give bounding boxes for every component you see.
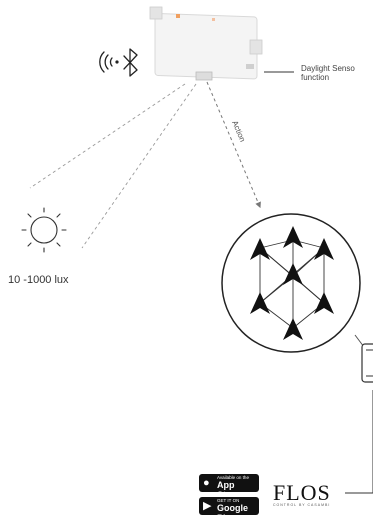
lamp-icon [314, 238, 334, 260]
sun-icon [21, 207, 67, 253]
app-store-badge-small: Available on the [217, 475, 249, 480]
google-play-badge-big: Google Play [217, 503, 248, 523]
sensor-device [149, 6, 263, 81]
flos-logo: FLOS [273, 480, 331, 505]
app-store-badge-big: App Store [217, 480, 241, 500]
lux-range-label: 10 -1000 lux [8, 274, 69, 286]
wifi-signal-icon [99, 51, 119, 73]
google-play-badge-small: GET IT ON [217, 498, 240, 503]
lamp-icon [283, 318, 303, 340]
apple-icon: ● [203, 477, 210, 489]
smartphone-icon [361, 343, 373, 383]
lamp-group [221, 213, 361, 353]
play-store-icon: ▶ [203, 500, 212, 512]
daylight-sensor-label: Daylight Senso function [301, 64, 355, 82]
lamp-icon [250, 238, 270, 260]
action-arrow [206, 81, 261, 209]
lamp-icon [314, 292, 334, 314]
sensing-cone [29, 83, 197, 249]
sensor-label-line1: Daylight Senso [301, 64, 355, 73]
action-label: Action [230, 119, 247, 143]
phone-to-logo-connector [345, 390, 373, 494]
google-play-badge[interactable]: ▶ GET IT ON Google Play [199, 497, 259, 523]
sensor-label-line2: function [301, 73, 330, 82]
lamp-icon [283, 263, 303, 285]
lamp-icon [283, 226, 303, 248]
lamp-icon [250, 292, 270, 314]
bluetooth-icon [123, 48, 138, 77]
flos-tagline: CONTROL BY CASAMBI [273, 503, 331, 507]
app-store-badge[interactable]: ● Available on the App Store [199, 474, 259, 500]
